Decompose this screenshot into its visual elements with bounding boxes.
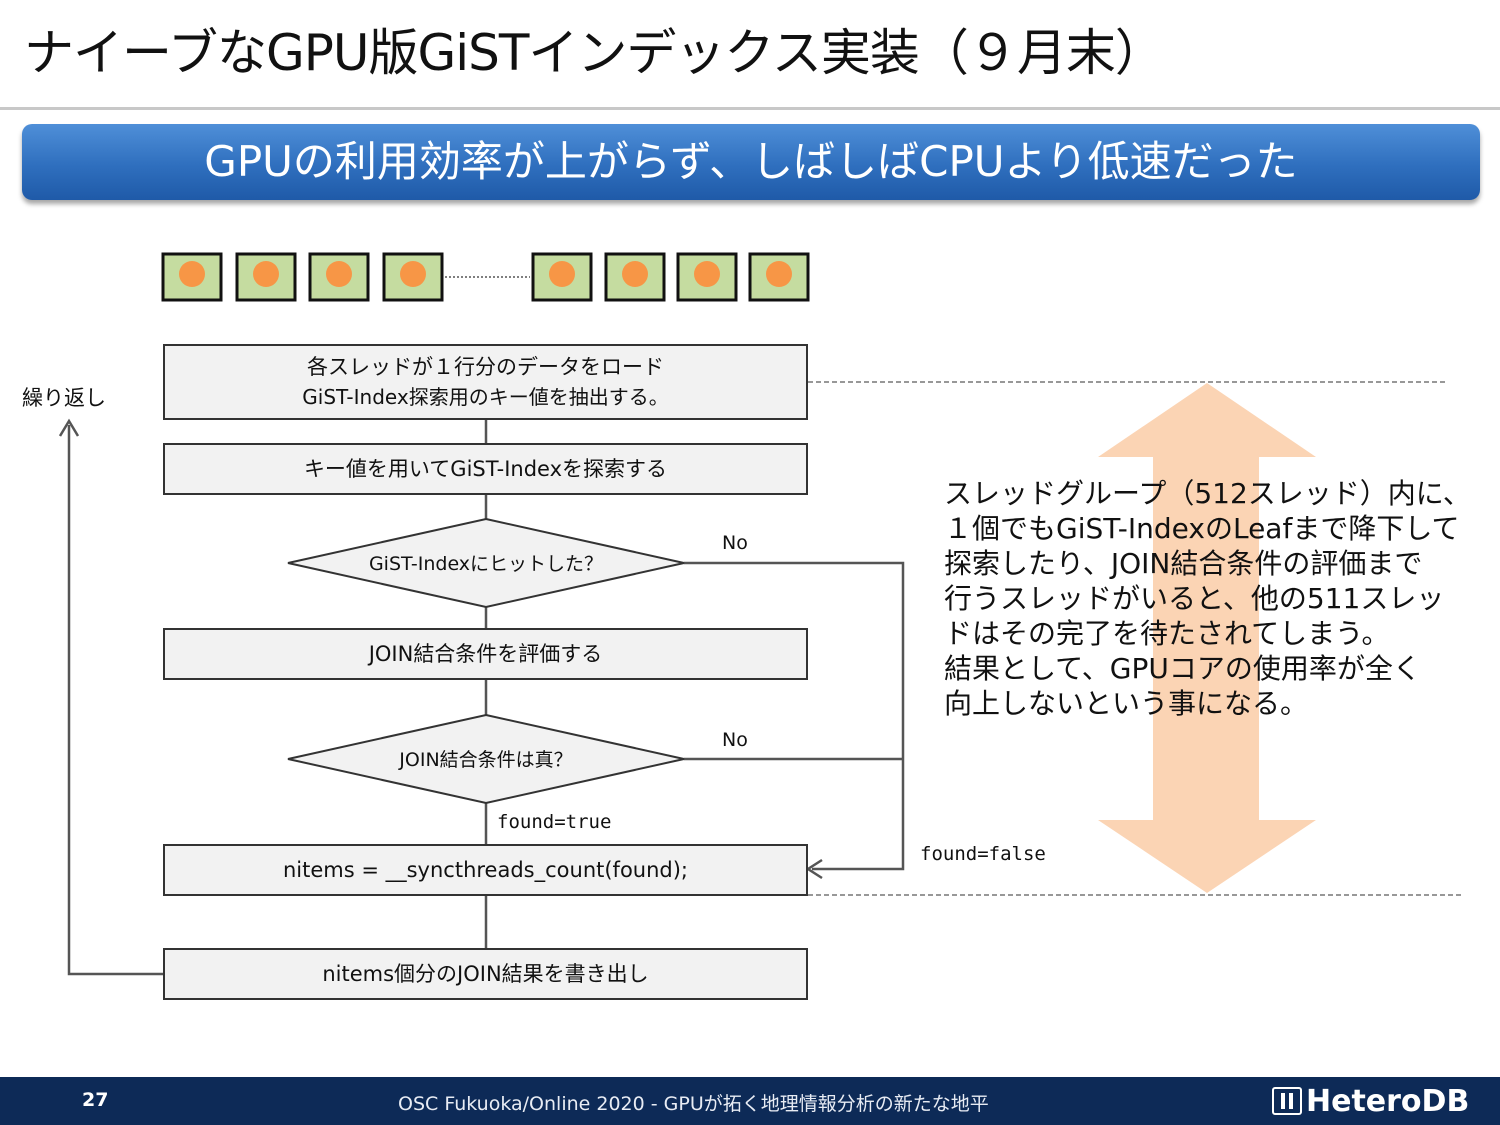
thread-dot xyxy=(549,261,575,287)
loop-arrowhead xyxy=(58,418,80,437)
note-line: スレッドグループ（512スレッド）内に、 xyxy=(944,477,1471,510)
step-load-row: 各スレッドが１行分のデータをロード GiST-Index探索用のキー値を抽出する… xyxy=(163,344,808,420)
step-load-line2: GiST-Index探索用のキー値を抽出する。 xyxy=(302,385,669,409)
found-true-label: found=true xyxy=(497,811,612,833)
step-load-line1: 各スレッドが１行分のデータをロード xyxy=(307,355,664,379)
step-write-results: nitems個分のJOIN結果を書き出し xyxy=(163,948,808,1000)
note-line: 探索したり、JOIN結合条件の評価まで xyxy=(944,547,1423,580)
brand-logo: HeteroDB xyxy=(1272,1084,1469,1119)
note-line: ドはその完了を待たされてしまう。 xyxy=(944,617,1390,650)
step-syncthreads: nitems = __syncthreads_count(found); xyxy=(163,844,808,896)
loop-label: 繰り返し xyxy=(22,386,106,410)
note-line: 結果として、GPUコアの使用率が全く xyxy=(944,652,1421,685)
note-line: 向上しないという事になる。 xyxy=(944,687,1309,720)
double-arrow xyxy=(1098,383,1316,893)
merge-arrowhead xyxy=(805,858,823,880)
no-label-hit: No xyxy=(722,532,748,554)
brand-name: HeteroDB xyxy=(1306,1084,1470,1119)
thread-dot xyxy=(766,261,792,287)
footer-bar: 27 OSC Fukuoka/Online 2020 - GPUが拓く地理情報分… xyxy=(0,1077,1500,1125)
slide-title: ナイーブなGPU版GiSTインデックス実装（９月末） xyxy=(24,24,1165,82)
page-number: 27 xyxy=(82,1089,109,1111)
thread-dot xyxy=(179,261,205,287)
decision-diamond-hit xyxy=(287,517,685,609)
decision-join-label: JOIN結合条件は真？ xyxy=(399,749,573,771)
thread-dots xyxy=(179,261,792,287)
no-label-join: No xyxy=(722,729,748,751)
headline-banner: GPUの利用効率が上がらず、しばしばCPUより低速だった xyxy=(22,124,1480,200)
step-eval-join: JOIN結合条件を評価する xyxy=(163,628,808,680)
thread-dot xyxy=(400,261,426,287)
found-false-label: found=false xyxy=(920,843,1046,865)
thread-dot xyxy=(326,261,352,287)
thread-dot xyxy=(622,261,648,287)
thread-dot xyxy=(253,261,279,287)
heterodb-logo-icon xyxy=(1272,1087,1302,1115)
note-line: １個でもGiST-IndexのLeafまで降下して xyxy=(944,512,1460,545)
decision-hit-label: GiST-Indexにヒットした？ xyxy=(368,553,604,575)
footer-text: OSC Fukuoka/Online 2020 - GPUが拓く地理情報分析の新… xyxy=(398,1093,989,1115)
step-search-index: キー値を用いてGiST-Indexを探索する xyxy=(163,443,808,495)
flow-connectors xyxy=(67,420,905,976)
decision-diamond-join xyxy=(287,713,685,805)
note-line: 行うスレッドがいると、他の511スレッ xyxy=(944,582,1445,615)
explanation-note: スレッドグループ（512スレッド）内に、 １個でもGiST-IndexのLeaf… xyxy=(944,476,1489,721)
title-divider xyxy=(0,107,1500,110)
thread-dot xyxy=(694,261,720,287)
